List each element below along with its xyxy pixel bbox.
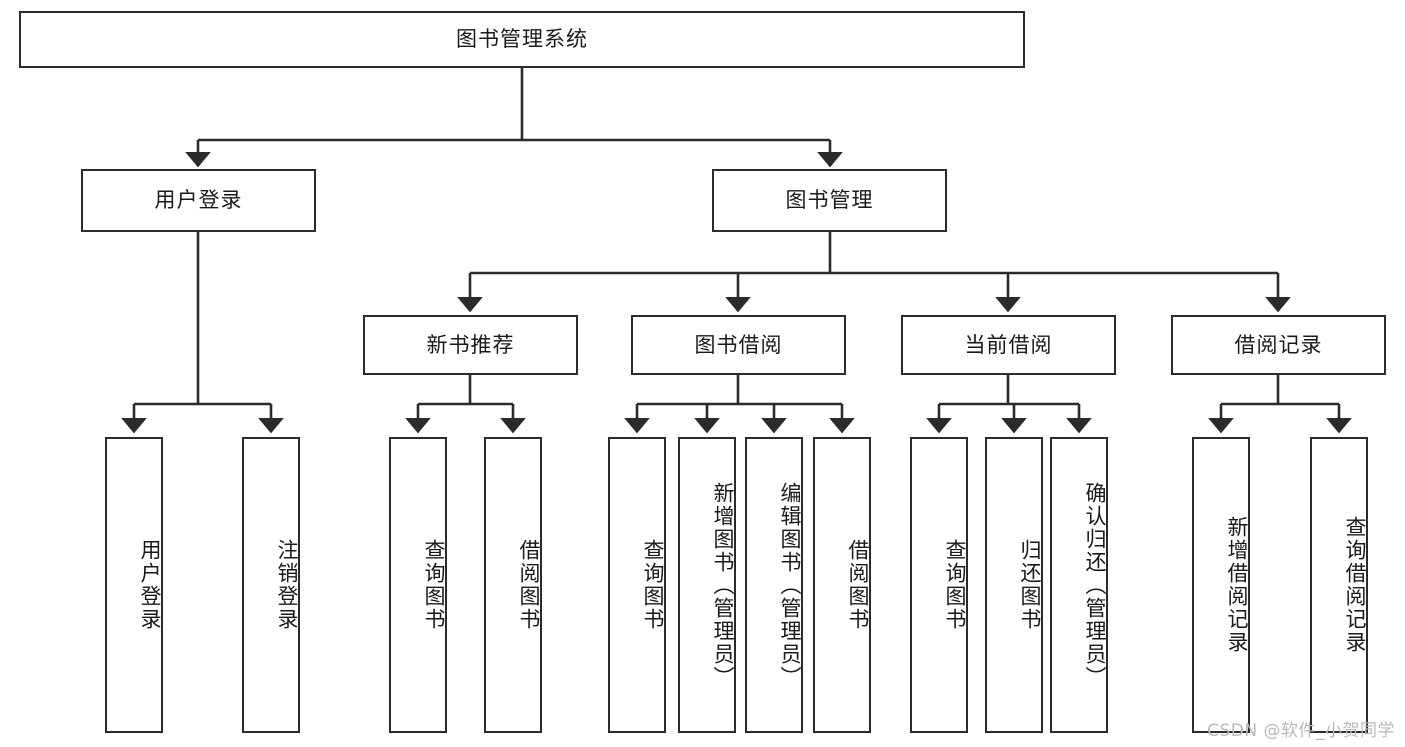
node-label-leaf-borrow-book-rec: 借阅图书 (517, 539, 541, 631)
node-label-leaf-user-logout: 注销登录 (275, 539, 299, 631)
node-root[interactable]: 图书管理系统 (19, 11, 1025, 68)
node-label-root: 图书管理系统 (456, 27, 588, 51)
node-label-leaf-edit-book-admin: 编辑图书（管理员） (778, 481, 802, 689)
node-label-user-login: 用户登录 (154, 188, 243, 212)
node-leaf-query-book-bb[interactable]: 查询图书 (608, 437, 666, 733)
node-leaf-borrow-book-rec[interactable]: 借阅图书 (484, 437, 542, 733)
node-user-login[interactable]: 用户登录 (81, 169, 316, 232)
node-label-leaf-add-book-admin: 新增图书（管理员） (711, 481, 735, 689)
node-leaf-confirm-return[interactable]: 确认归还（管理员） (1050, 437, 1108, 733)
node-leaf-borrow-book-bb[interactable]: 借阅图书 (813, 437, 871, 733)
edge-root-to-level2 (185, 68, 843, 168)
node-leaf-user-logout[interactable]: 注销登录 (242, 437, 300, 733)
node-leaf-query-book-rec[interactable]: 查询图书 (389, 437, 447, 733)
node-label-leaf-confirm-return: 确认归还（管理员） (1083, 481, 1107, 689)
node-leaf-query-book-cb[interactable]: 查询图书 (910, 437, 968, 733)
node-leaf-user-login[interactable]: 用户登录 (105, 437, 163, 733)
node-label-current-borrow: 当前借阅 (964, 332, 1053, 357)
node-leaf-query-borrow-record[interactable]: 查询借阅记录 (1310, 437, 1368, 733)
node-label-leaf-borrow-book-bb: 借阅图书 (846, 539, 870, 631)
node-new-book-recommend[interactable]: 新书推荐 (363, 315, 578, 375)
node-label-leaf-query-borrow-record: 查询借阅记录 (1343, 516, 1367, 654)
node-label-leaf-add-borrow-record: 新增借阅记录 (1225, 516, 1249, 654)
edge-newbook-to-leaves (405, 375, 526, 434)
node-leaf-add-book-admin[interactable]: 新增图书（管理员） (678, 437, 736, 733)
node-borrow-record[interactable]: 借阅记录 (1171, 315, 1386, 375)
node-label-new-book-recommend: 新书推荐 (426, 332, 515, 357)
node-label-book-borrow: 图书借阅 (694, 332, 783, 357)
csdn-watermark: CSDN @软件_小贺同学 (1207, 721, 1395, 741)
node-book-borrow[interactable]: 图书借阅 (631, 315, 846, 375)
node-leaf-return-book[interactable]: 归还图书 (985, 437, 1043, 733)
node-label-leaf-return-book: 归还图书 (1018, 539, 1042, 631)
node-label-borrow-record: 借阅记录 (1234, 332, 1323, 357)
node-current-borrow[interactable]: 当前借阅 (901, 315, 1116, 375)
node-label-leaf-query-book-cb: 查询图书 (943, 539, 967, 631)
node-label-book-management: 图书管理 (785, 188, 874, 212)
node-label-leaf-user-login: 用户登录 (138, 539, 162, 631)
node-leaf-edit-book-admin[interactable]: 编辑图书（管理员） (745, 437, 803, 733)
edge-bookborrow-to-leaves (624, 375, 855, 434)
node-label-leaf-query-book-rec: 查询图书 (422, 539, 446, 631)
edge-bookmgmt-to-level3 (457, 232, 1291, 313)
node-book-management[interactable]: 图书管理 (712, 169, 947, 232)
edge-userlogin-to-leaves (121, 232, 284, 434)
node-leaf-add-borrow-record[interactable]: 新增借阅记录 (1192, 437, 1250, 733)
node-label-leaf-query-book-bb: 查询图书 (641, 539, 665, 631)
edge-borrowrecord-to-leaves (1208, 375, 1352, 434)
edge-currentborrow-to-leaves (926, 375, 1092, 434)
